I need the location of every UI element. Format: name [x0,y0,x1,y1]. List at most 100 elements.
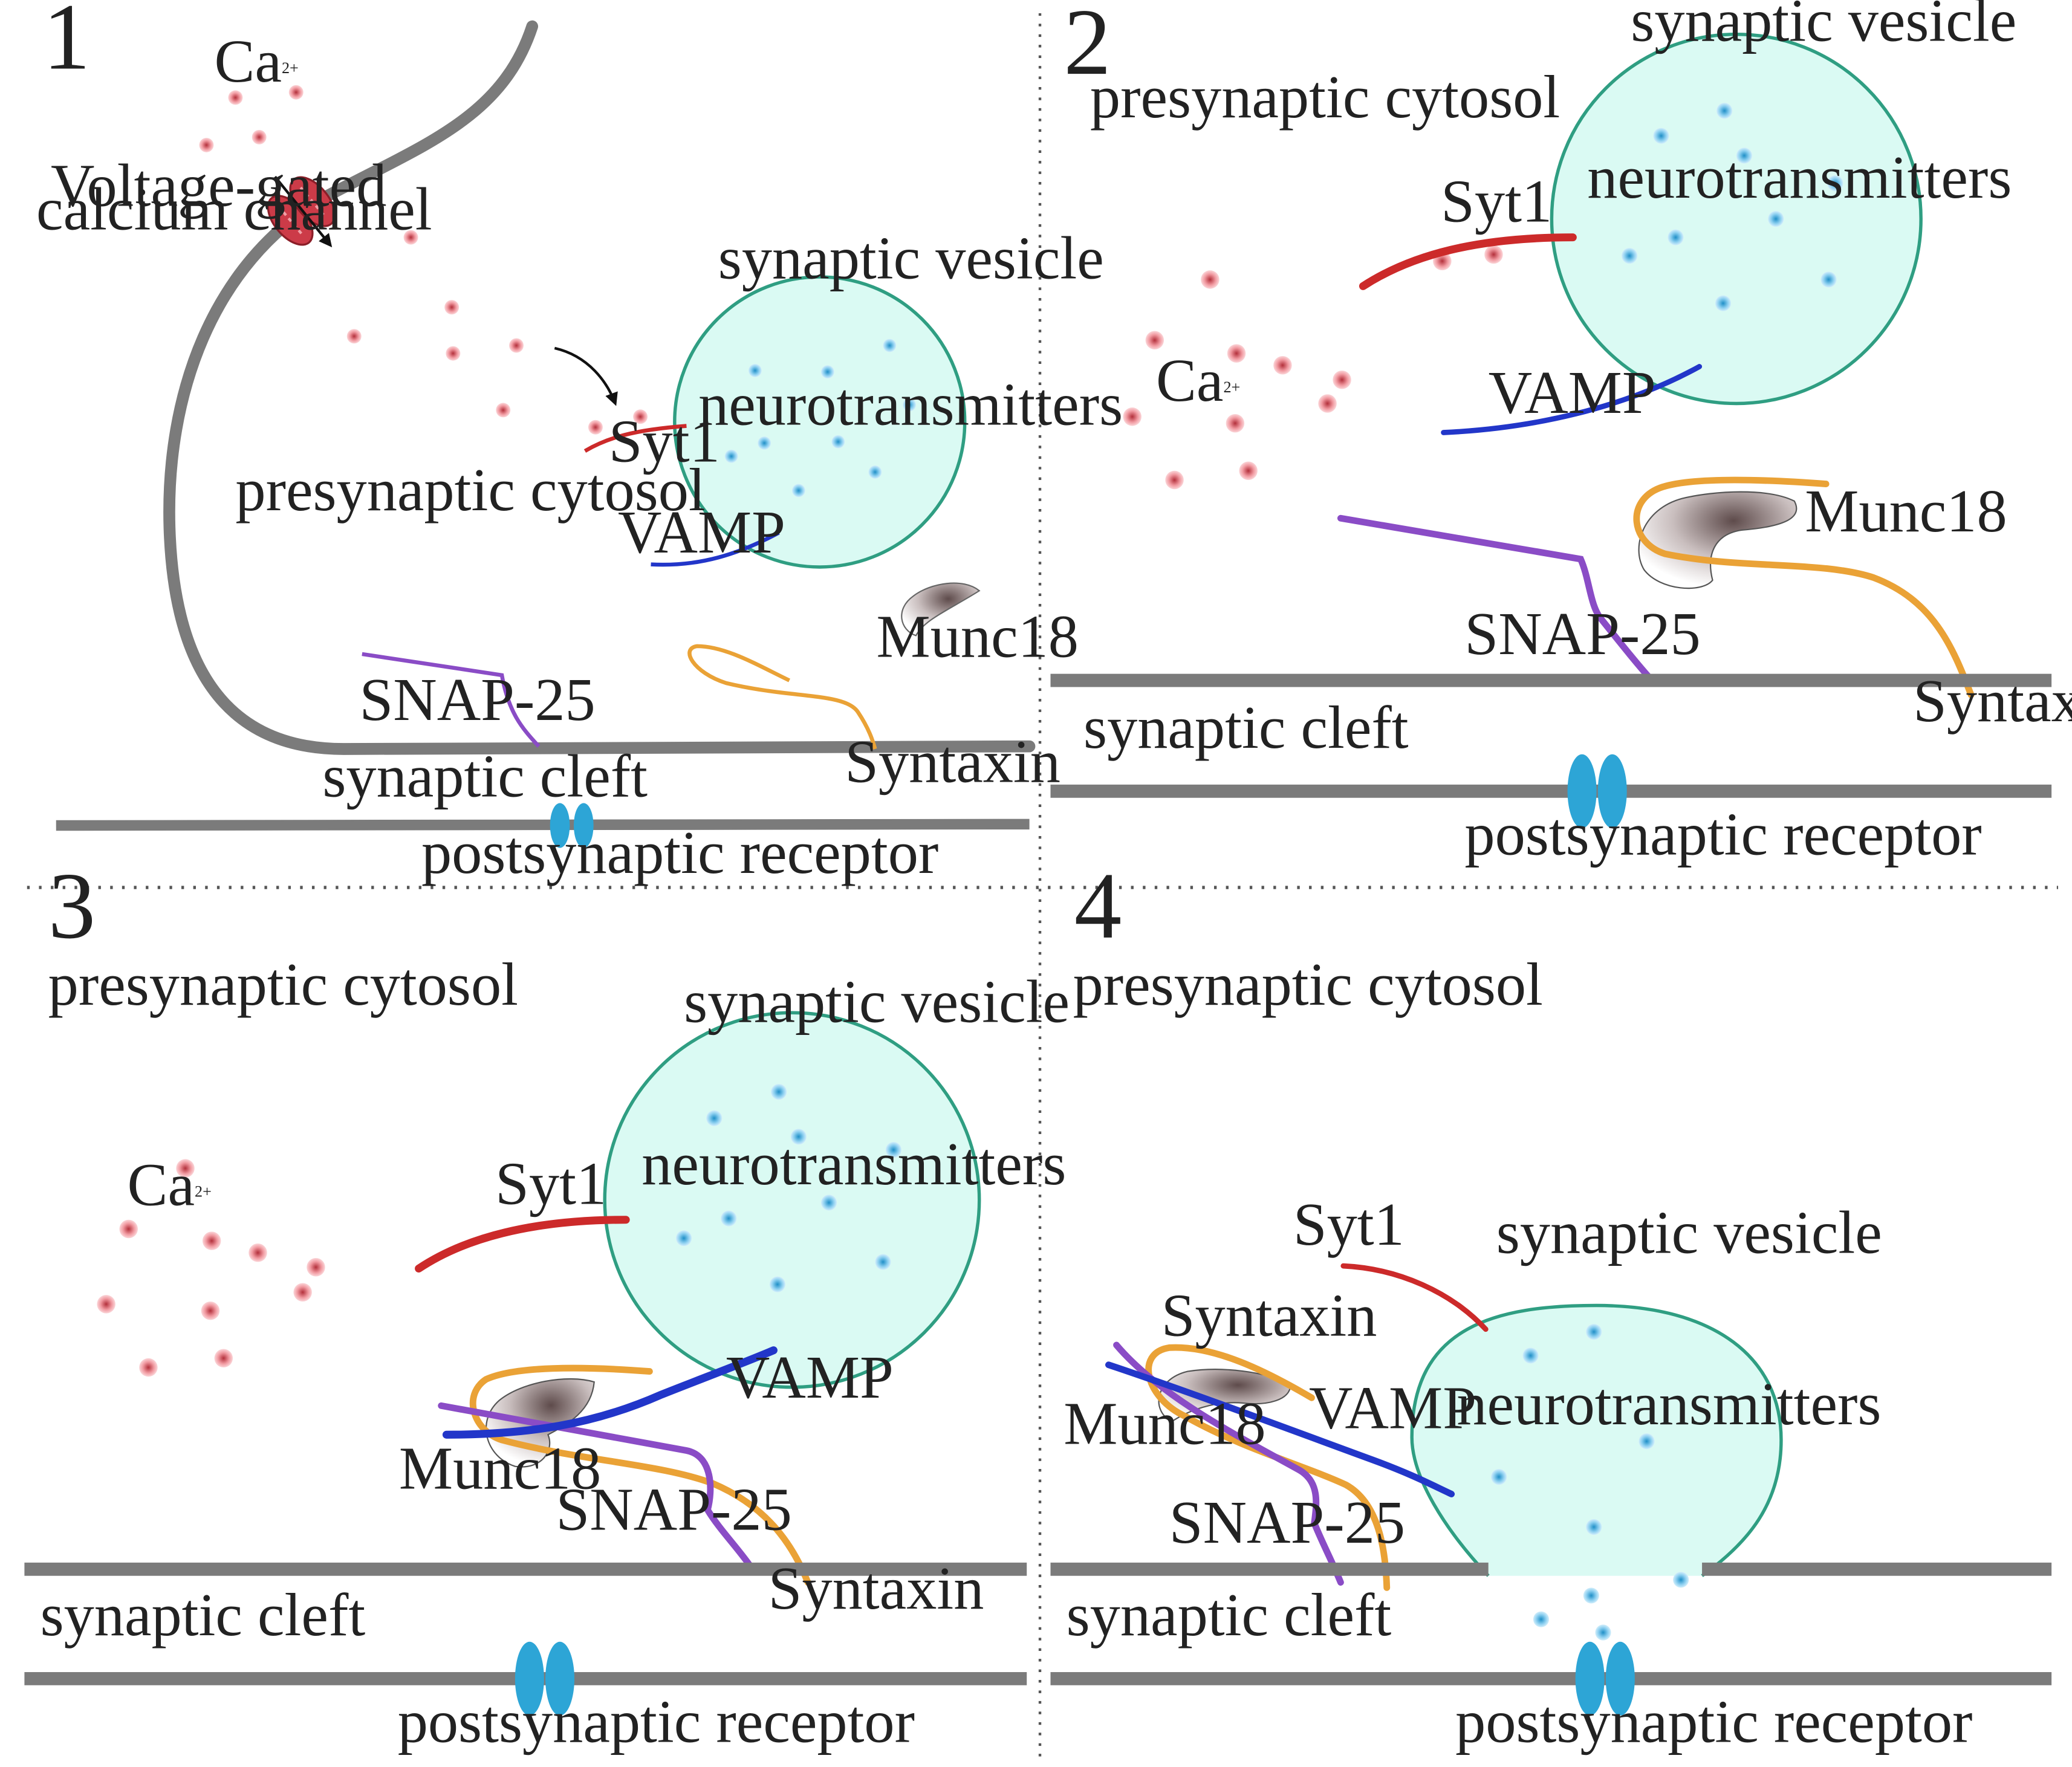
neurotransmitter [1622,248,1638,264]
vesicle-label: synaptic vesicle [1631,0,2016,54]
munc18-protein [901,582,981,637]
receptor-label: postsynaptic receptor [421,819,938,886]
snap25-label: SNAP-25 [1169,1489,1405,1556]
neurotransmitter [875,1254,891,1270]
neurotransmitter [1583,1587,1599,1604]
cytosol-label: presynaptic cytosol [1073,951,1543,1018]
neurotransmitter [831,435,845,449]
calcium-ions [97,1159,325,1377]
vesicle-label: synaptic vesicle [1496,1199,1882,1266]
neurotransmitter [706,1110,723,1126]
neurotransmitter [1522,1347,1539,1364]
panel-4: 4 presynaptic cytosol Syt1 synaptic [1050,853,2052,1756]
syntaxin-protein [469,1364,811,1586]
calcium-label: Ca2+ [215,28,299,95]
calcium-ion [97,1295,115,1314]
vamp-protein [651,531,780,567]
neurotransmitter [721,1210,737,1227]
calcium-ion [1201,270,1219,289]
calcium-ion [1239,461,1258,481]
neurotransmitters [1491,1324,1689,1641]
neurotransmitter [903,398,916,412]
neurotransmitter [885,1142,902,1158]
syntaxin-label: Syntaxin [1161,1282,1377,1349]
vesicle-label: synaptic vesicle [718,224,1104,291]
snap25-protein [1337,514,1655,684]
snap25-label: SNAP-25 [359,666,595,733]
syt1-label: Syt1 [495,1150,606,1217]
neurotransmitter [1820,271,1837,288]
neurotransmitter [820,365,834,379]
neurotransmitters [724,339,916,498]
calcium-ion [139,1358,158,1377]
synaptic-vesicle [1410,1303,1783,1577]
neurotransmitter [1491,1469,1507,1485]
calcium-ion [1227,344,1246,363]
syntaxin-label: Syntaxin [845,728,1060,796]
receptor-label: postsynaptic receptor [398,1688,915,1756]
neurotransmitter [1673,1572,1689,1588]
calcium-ions [1123,245,1503,490]
calcium-ion [403,230,418,245]
neurotransmitter [758,436,771,450]
calcium-influx-arrow [274,175,333,248]
postsynaptic-receptor-icon [550,803,594,848]
calcium-ion [1273,355,1292,375]
syt1-protein [583,424,687,453]
panel-number: 2 [1064,0,1111,94]
syt1-label: Syt1 [609,407,720,475]
neurotransmitter [883,339,897,352]
neurotransmitter [1533,1611,1550,1627]
neurotransmitter [748,364,762,377]
neurotransmitter [1736,148,1752,164]
panel-number: 1 [43,0,91,89]
receptor-label: postsynaptic receptor [1455,1688,1972,1756]
vesicle-label: synaptic vesicle [684,968,1070,1036]
calcium-ion [228,90,243,105]
neurotransmitter [791,484,805,498]
neurotransmitters-label: neurotransmitters [698,371,1123,438]
receptor-label: postsynaptic receptor [1464,801,1981,868]
calcium-ion [346,329,362,344]
cytosol-label: presynaptic cytosol [48,951,518,1018]
vamp-label: VAMP [618,499,785,566]
vamp-protein [1105,1361,1455,1497]
neurotransmitters [675,1084,902,1292]
neurotransmitter [771,1084,787,1100]
calcium-ion [1165,470,1184,490]
neurotransmitter [1768,211,1784,227]
postsynaptic-membrane [56,819,1030,831]
neurotransmitter [868,465,882,479]
presynaptic-membrane [163,20,1036,755]
neurotransmitter [1586,1324,1602,1340]
syntaxin-label: Syntaxin [768,1555,984,1622]
calcium-ion [119,1219,138,1239]
cleft-label: synaptic cleft [1067,1581,1392,1649]
calcium-ion [201,1301,220,1320]
syt1-protein [1359,233,1577,290]
cleft-label: synaptic cleft [1083,694,1409,761]
vamp-label: VAMP [726,1344,894,1411]
syntaxin-label: Syntaxin [1913,667,2072,734]
calcium-binding-arrow [554,346,618,406]
vamp-label: VAMP [1489,359,1656,426]
munc18-label: Munc18 [1805,478,2007,545]
calcium-label: Ca2+ [128,1152,212,1219]
syntaxin-protein [687,644,877,750]
postsynaptic-receptor-icon [1575,1641,1635,1716]
snap25-label: SNAP-25 [556,1476,791,1543]
neurotransmitters [1622,103,1843,311]
calcium-ion [1123,407,1142,426]
calcium-channel-icon [267,176,336,246]
vamp-label: VAMP [1309,1374,1476,1441]
postsynaptic-receptor-icon [515,1641,575,1716]
panel-1: 1 [36,0,1123,886]
calcium-ion [1226,413,1245,433]
snap25-protein [1113,1341,1344,1586]
neurotransmitter [1827,175,1843,192]
munc18-protein [1638,491,1798,589]
calcium-ion [1333,370,1351,389]
calcium-ion [293,1283,312,1302]
neurotransmitter [1716,103,1733,119]
